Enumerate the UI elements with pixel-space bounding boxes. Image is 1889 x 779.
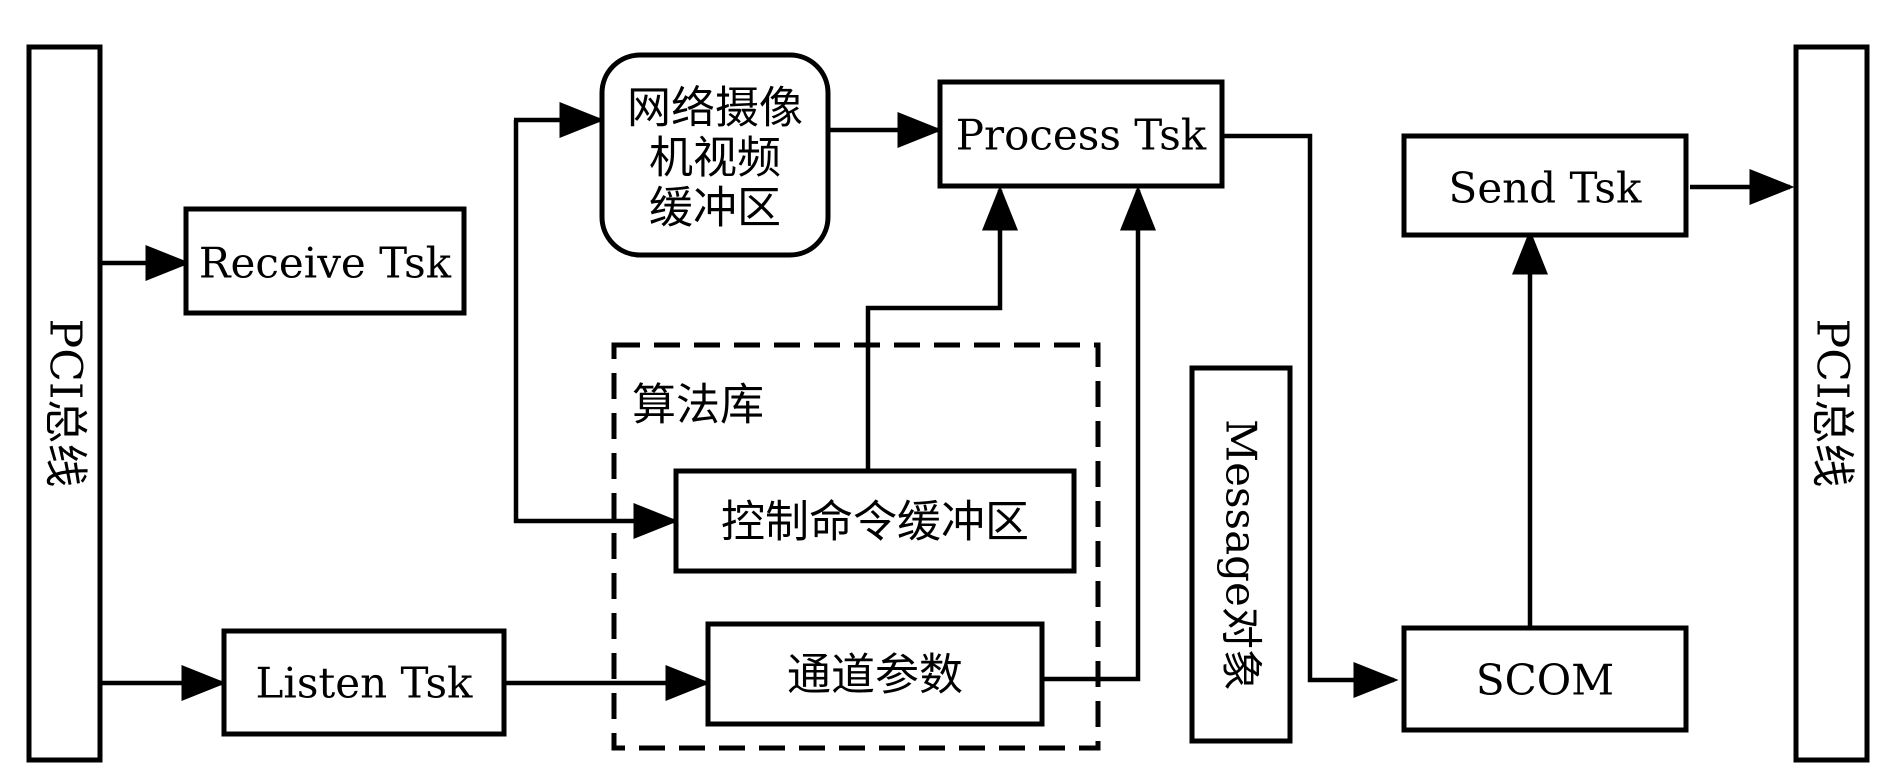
send-task-box: Send Tsk bbox=[1401, 133, 1689, 238]
receive-task-box: Receive Tsk bbox=[183, 206, 467, 316]
camera-video-buffer-box: 网络摄像 机视频 缓冲区 bbox=[599, 52, 831, 258]
right-pci-bus: PCI总线 bbox=[1793, 44, 1870, 763]
message-object-label: Message对象 bbox=[1217, 419, 1266, 691]
arrow-control-to-process bbox=[865, 185, 1018, 469]
algorithm-library-group: 算法库 bbox=[611, 342, 1101, 751]
process-task-box: Process Tsk bbox=[937, 79, 1225, 189]
listen-task-box: Listen Tsk bbox=[221, 628, 507, 737]
control-buffer-label: 控制命令缓冲区 bbox=[721, 497, 1029, 548]
camera-buffer-line-3: 缓冲区 bbox=[649, 183, 781, 234]
arrow-params-to-process bbox=[1044, 185, 1156, 682]
left-pci-bus: PCI总线 bbox=[26, 44, 103, 763]
message-object-box: Message对象 bbox=[1189, 365, 1293, 744]
listen-task-label: Listen Tsk bbox=[256, 659, 474, 708]
scom-box: SCOM bbox=[1401, 625, 1689, 733]
receive-task-label: Receive Tsk bbox=[199, 239, 452, 288]
arrow-process-to-scom bbox=[1224, 133, 1399, 698]
channel-params-label: 通道参数 bbox=[787, 650, 963, 701]
camera-buffer-line-1: 网络摄像 bbox=[627, 83, 803, 134]
channel-parameters-box: 通道参数 bbox=[705, 621, 1045, 727]
right-bus-label: PCI总线 bbox=[1807, 319, 1858, 488]
camera-buffer-line-2: 机视频 bbox=[649, 133, 781, 184]
scom-label: SCOM bbox=[1476, 656, 1614, 705]
algorithm-library-label: 算法库 bbox=[632, 380, 764, 431]
send-task-label: Send Tsk bbox=[1449, 164, 1642, 213]
left-bus-label: PCI总线 bbox=[40, 319, 91, 488]
control-command-buffer-box: 控制命令缓冲区 bbox=[673, 468, 1077, 574]
process-task-label: Process Tsk bbox=[956, 111, 1207, 160]
